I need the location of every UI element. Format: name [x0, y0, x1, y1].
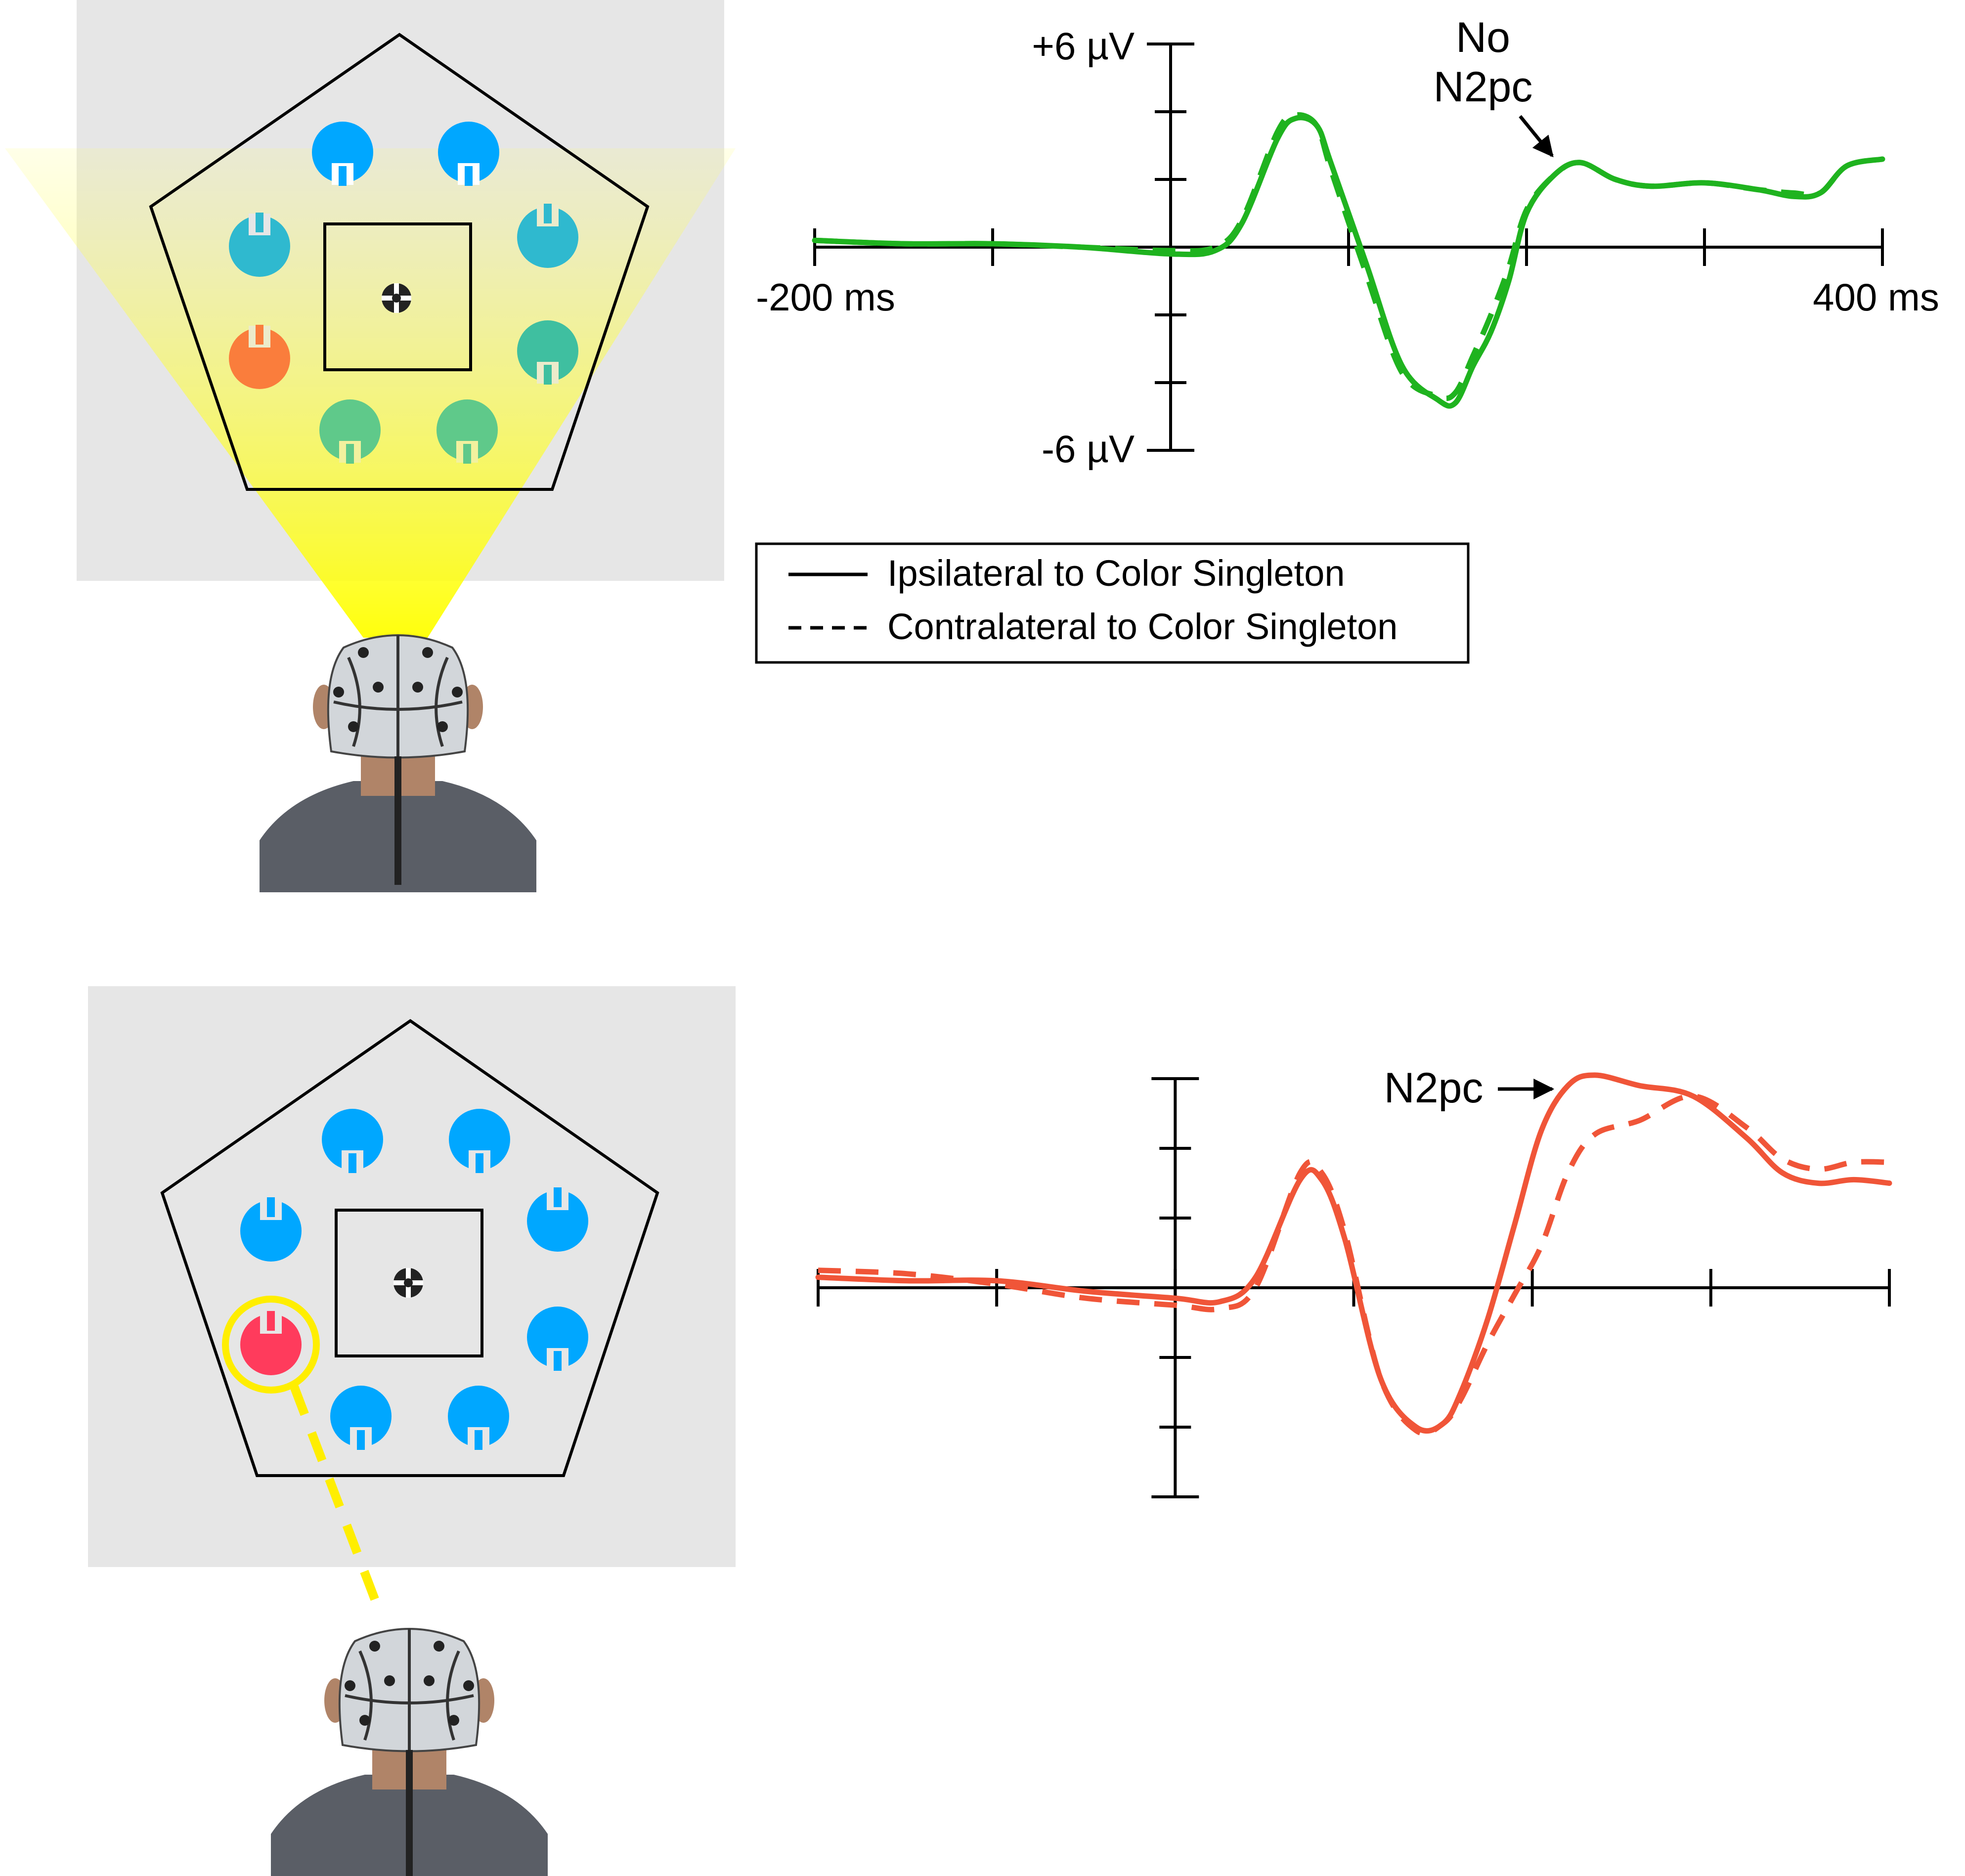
top-search-display: [5, 0, 736, 638]
attention-dashed-line: [290, 1385, 380, 1604]
notched-circle-icon: [229, 213, 290, 277]
notched-circle-icon: [319, 399, 381, 464]
notched-circle-icon: [527, 1307, 588, 1371]
notched-circle-icon: [449, 1109, 510, 1173]
eeg-cap-head-icon: [260, 634, 536, 892]
notched-circle-icon: [437, 399, 498, 464]
notched-circle-icon: [527, 1187, 588, 1252]
x-tick-label-max: 400 ms: [1813, 275, 1939, 319]
notched-circle-icon: [312, 122, 373, 186]
notched-circle-icon: [517, 320, 578, 385]
notched-circle-icon: [240, 1197, 302, 1262]
bottom-search-display: [88, 986, 736, 1567]
fixation-cross-icon: [382, 283, 411, 313]
x-tick-label-min: -200 ms: [756, 275, 895, 319]
n2pc-label: N2pc: [1384, 1064, 1484, 1112]
bottom-erp-chart: [815, 1072, 1892, 1498]
top-search-items: [229, 122, 578, 464]
bottom-chart-series-solid: [815, 1072, 1892, 1434]
notched-circle-icon: [240, 1311, 302, 1375]
notched-circle-icon: [330, 1386, 392, 1450]
y-tick-label-min: -6 µV: [1042, 427, 1135, 471]
target-highlight-ring: [222, 1296, 320, 1394]
top-erp-chart: [812, 43, 1885, 452]
top-central-square: [323, 222, 472, 371]
bottom-central-square: [335, 1209, 483, 1357]
y-tick-label-max: +6 µV: [1032, 24, 1135, 68]
no-n2pc-label-line1: No: [1456, 14, 1510, 61]
no-n2pc-arrow: [1519, 115, 1554, 158]
bottom-pentagon-outline: [160, 1019, 659, 1477]
no-n2pc-label-line2: N2pc: [1434, 63, 1533, 111]
legend: Ipsilateral to Color Singleton Contralat…: [755, 542, 1470, 664]
notched-circle-icon: [448, 1386, 509, 1450]
legend-solid-label: Ipsilateral to Color Singleton: [887, 553, 1345, 594]
eeg-cap-head-icon: [271, 1628, 548, 1876]
notched-circle-icon: [229, 325, 290, 389]
fixation-cross-icon: [393, 1268, 423, 1298]
notched-circle-icon: [322, 1109, 383, 1173]
notched-circle-icon: [438, 122, 499, 186]
bottom-search-items: [240, 1109, 588, 1450]
notched-circle-icon: [517, 204, 578, 268]
legend-box: [755, 542, 1470, 664]
top-pentagon-outline: [149, 33, 650, 491]
legend-dashed-label: Contralateral to Color Singleton: [887, 606, 1397, 647]
bottom-chart-series-dashed: [818, 1093, 1890, 1437]
top-attention-beam: [5, 148, 736, 638]
